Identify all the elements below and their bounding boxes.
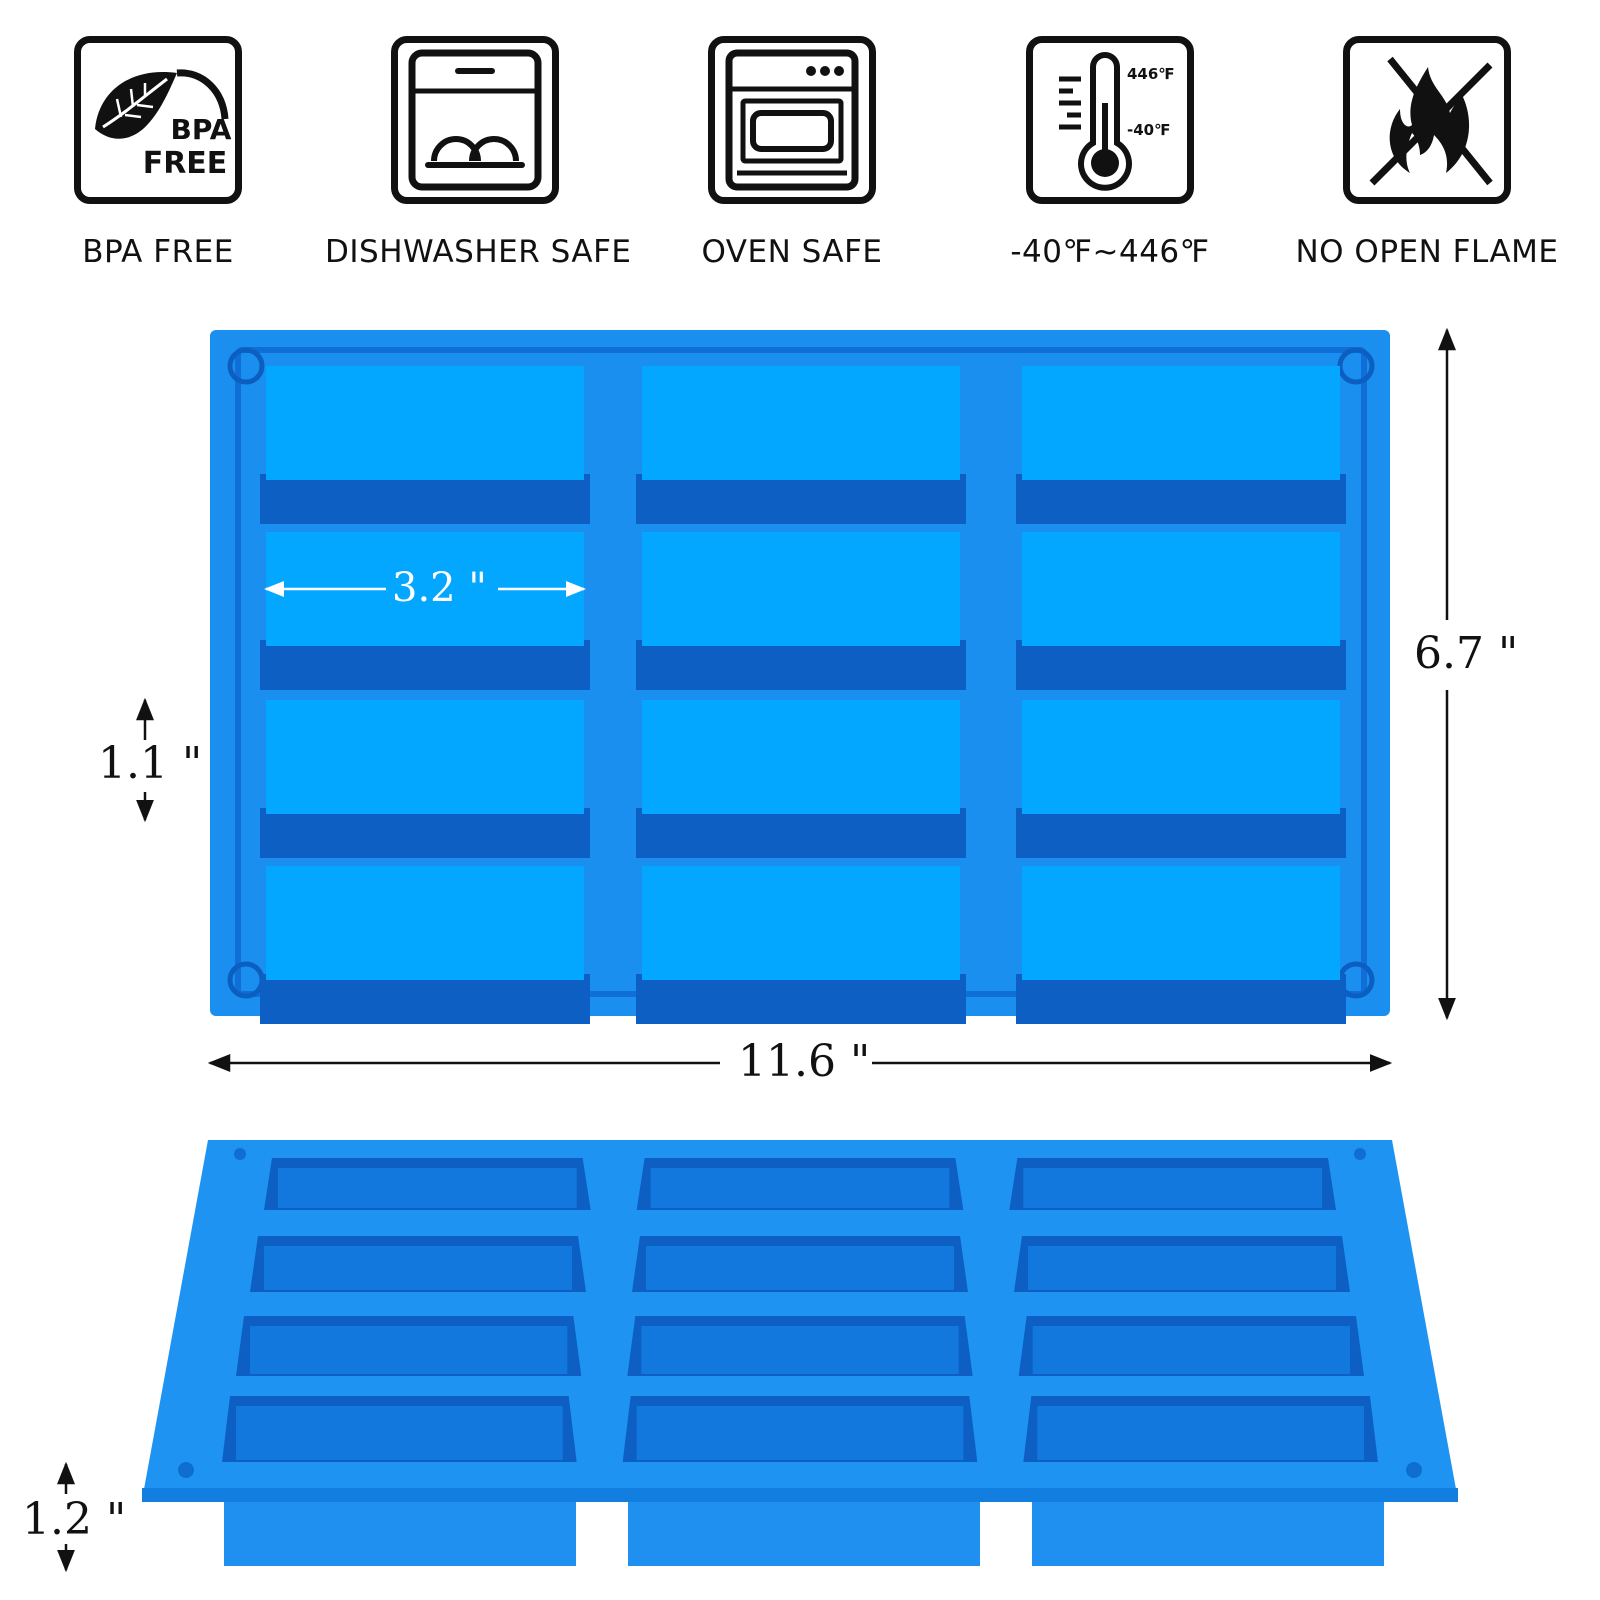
mold-perspective-view [142, 1140, 1458, 1566]
perspective-cavity-floor [236, 1406, 563, 1460]
no-flame-badge [1343, 36, 1511, 204]
cavity-length-label: 3.2 " [392, 565, 487, 611]
no-flame-icon [1369, 56, 1493, 186]
cavity-shadow [260, 640, 590, 690]
cavity-width-label: 1.1 " [98, 738, 203, 789]
top-view-cavity [1022, 366, 1340, 480]
thermometer-icon: 446℉ -40℉ [1059, 52, 1175, 191]
top-view-cavity [266, 866, 584, 980]
svg-text:446℉: 446℉ [1127, 65, 1175, 83]
cavity-shadow [260, 974, 590, 1024]
cavity-shadow [260, 474, 590, 524]
mold-length-label: 11.6 " [738, 1036, 871, 1087]
svg-text:FREE: FREE [143, 146, 228, 181]
perspective-cavity-floor [1032, 1326, 1350, 1374]
corner-hole [227, 347, 265, 385]
feature-label-oven-safe: OVEN SAFE [701, 234, 883, 270]
temperature-badge: 446℉ -40℉ [1026, 36, 1194, 204]
svg-text:-40℉: -40℉ [1127, 121, 1170, 139]
cavity-shadow [636, 808, 966, 858]
top-view-cavity [1022, 700, 1340, 814]
feature-dishwasher-safe: DISHWASHER SAFE [325, 30, 632, 290]
dishwasher-badge [391, 36, 559, 204]
top-view-cavity [266, 366, 584, 480]
bpa-free-badge: BPA FREE [74, 36, 242, 204]
feature-label-dishwasher-safe: DISHWASHER SAFE [325, 234, 632, 270]
dishwasher-icon [408, 49, 542, 191]
feature-oven-safe: OVEN SAFE [642, 30, 942, 290]
top-view-cavity [642, 866, 960, 980]
perspective-cavity-floor [641, 1326, 959, 1374]
leaf-icon: BPA FREE [95, 69, 232, 181]
cavity-shadow [1016, 640, 1346, 690]
top-view-cavity [1022, 866, 1340, 980]
svg-text:BPA: BPA [171, 113, 232, 146]
perspective-cavity-floor [636, 1406, 964, 1460]
feature-label-temperature-range: -40℉~446℉ [1010, 234, 1210, 270]
perspective-cavity-floor [250, 1326, 568, 1374]
top-view-cavity [642, 366, 960, 480]
feature-label-bpa-free: BPA FREE [82, 234, 234, 270]
perspective-cavity-floor [646, 1246, 954, 1290]
cavity-shadow [1016, 808, 1346, 858]
top-view-cavity [642, 532, 960, 646]
perspective-cavity-floor [278, 1168, 577, 1208]
top-view-cavity [266, 700, 584, 814]
perspective-cavity-floor [1037, 1406, 1364, 1460]
perspective-cavity-floor [650, 1168, 950, 1208]
cavity-shadow [636, 640, 966, 690]
dimension-lines [57, 327, 1456, 1573]
mold-height-label: 6.7 " [1414, 628, 1519, 679]
feature-temperature-range: 446℉ -40℉ -40℉~446℉ [960, 30, 1260, 290]
feature-no-open-flame: NO OPEN FLAME [1277, 30, 1577, 290]
top-view-cavity [1022, 532, 1340, 646]
mold-top-view [210, 330, 1390, 1024]
perspective-cavity-floor [1028, 1246, 1336, 1290]
perspective-cavity-floor [264, 1246, 572, 1290]
feature-label-no-open-flame: NO OPEN FLAME [1295, 234, 1559, 270]
mold-depth-label: 1.2 " [22, 1494, 127, 1545]
cavity-shadow [1016, 474, 1346, 524]
cavity-shadow [1016, 974, 1346, 1024]
cavity-shadow [260, 808, 590, 858]
feature-bpa-free: BPA FREE BPA FREE [8, 30, 308, 290]
cavity-shadow [636, 974, 966, 1024]
oven-icon [725, 49, 859, 191]
top-view-cavity [642, 700, 960, 814]
perspective-cavity-floor [1023, 1168, 1322, 1208]
oven-badge [708, 36, 876, 204]
cavity-shadow [636, 474, 966, 524]
